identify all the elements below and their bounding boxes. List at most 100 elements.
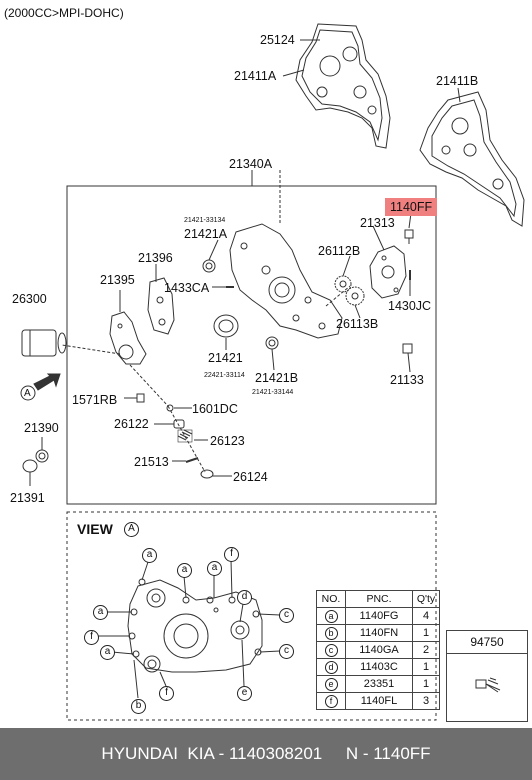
leader-lines <box>61 170 351 473</box>
gasket-21390 <box>35 449 49 463</box>
legend-row[interactable]: b 1140FN 1 <box>316 624 440 642</box>
bolt-1571rb <box>136 393 145 403</box>
part-label-1140ff-highlighted[interactable]: 1140FF <box>385 198 438 216</box>
view-title: VIEW <box>77 521 113 537</box>
legend-row[interactable]: a 1140FG 4 <box>316 607 440 625</box>
callout-a-3: a <box>207 561 222 576</box>
seal-21421a <box>202 259 216 273</box>
fastener-legend-table: NO. PNC. Q'ty a 1140FG 4 b 1140FN 1 c 11… <box>316 590 440 710</box>
legend-no: e <box>324 677 338 691</box>
part-label-21421-33144: 21421-33144 <box>252 389 294 396</box>
strainer-21395 <box>109 311 147 365</box>
callout-f-2: f <box>84 630 99 645</box>
legend-header-pnc: PNC. <box>345 590 413 608</box>
legend-pnc: 1140FG <box>345 607 413 625</box>
part-label-1430jc[interactable]: 1430JC <box>388 299 432 313</box>
callout-a-4: a <box>93 605 108 620</box>
legend-no: d <box>324 660 338 674</box>
screw-94750 <box>475 677 501 693</box>
part-label-21133[interactable]: 21133 <box>390 373 424 387</box>
plug-26124 <box>200 469 214 479</box>
legend-qty: 3 <box>412 692 440 710</box>
legend-qty: 1 <box>412 675 440 693</box>
legend-no: a <box>324 609 338 623</box>
pin-21513 <box>185 457 199 463</box>
callout-c-1: c <box>279 608 294 623</box>
legend-row[interactable]: f 1140FL 3 <box>316 692 440 710</box>
part-label-26124[interactable]: 26124 <box>233 470 268 484</box>
plug-21391 <box>22 459 38 473</box>
legend-qty: 4 <box>412 607 440 625</box>
gear-26113b <box>345 286 365 306</box>
part-label-22421-33114: 22421-33114 <box>204 372 245 379</box>
legend-row[interactable]: d 11403C 1 <box>316 658 440 676</box>
legend-pnc: 11403C <box>345 658 413 676</box>
gear-26112b <box>334 275 352 293</box>
part-label-21340a[interactable]: 21340A <box>229 157 273 171</box>
legend-no: b <box>324 626 338 640</box>
part-label-21421-33134: 21421-33134 <box>184 217 226 224</box>
part-label-21390[interactable]: 21390 <box>24 421 59 435</box>
part-label-1571rb[interactable]: 1571RB <box>72 393 118 407</box>
timing-cover-gasket-b <box>419 91 525 227</box>
legend-pnc: 23351 <box>345 675 413 693</box>
view-ref-letter: A <box>24 388 31 399</box>
part-label-26113b[interactable]: 26113B <box>336 317 379 331</box>
bracket-21396 <box>147 277 175 335</box>
part-label-21411a[interactable]: 21411A <box>234 69 277 83</box>
engine-spec: (2000CC>MPI-DOHC) <box>4 6 124 20</box>
view-a-pump <box>127 578 263 673</box>
legend-qty: 2 <box>412 641 440 659</box>
legend-header-no: NO. <box>316 590 346 608</box>
callout-e-1: e <box>237 686 252 701</box>
callout-f-1: f <box>224 547 239 562</box>
reference-part-number: 94750 <box>447 631 527 654</box>
assembly-frame <box>66 185 437 505</box>
timing-cover-gasket-a <box>295 23 391 149</box>
part-label-21395[interactable]: 21395 <box>100 273 135 287</box>
reference-part-box[interactable]: 94750 <box>446 630 528 722</box>
legend-row[interactable]: e 23351 1 <box>316 675 440 693</box>
callout-b-1: b <box>131 699 146 714</box>
legend-no: c <box>324 643 338 657</box>
part-label-1433ca[interactable]: 1433CA <box>164 281 210 295</box>
oil-pump-body <box>229 223 343 339</box>
legend-header-row: NO. PNC. Q'ty <box>316 590 440 608</box>
part-label-1601dc[interactable]: 1601DC <box>192 402 238 416</box>
view-ref-circle <box>20 385 36 401</box>
bolt-1140ff <box>404 229 414 244</box>
legend-no: f <box>324 694 338 708</box>
part-label-21421a[interactable]: 21421A <box>184 227 228 241</box>
part-label-26112b[interactable]: 26112B <box>318 244 361 258</box>
legend-row[interactable]: c 1140GA 2 <box>316 641 440 659</box>
part-label-21396[interactable]: 21396 <box>138 251 173 265</box>
legend-pnc: 1140FL <box>345 692 413 710</box>
view-a-callout-lines <box>96 559 281 699</box>
part-label-21411b[interactable]: 21411B <box>436 74 479 88</box>
callout-lines <box>29 39 461 486</box>
legend-header-qty: Q'ty <box>412 590 440 608</box>
callout-a-1: a <box>142 548 157 563</box>
part-label-21421[interactable]: 21421 <box>208 351 243 365</box>
view-frame <box>66 511 437 721</box>
spring-26123 <box>177 429 193 443</box>
part-label-26123[interactable]: 26123 <box>210 434 245 448</box>
part-label-21391[interactable]: 21391 <box>10 491 45 505</box>
part-label-21421b[interactable]: 21421B <box>255 371 299 385</box>
callout-c-2: c <box>279 644 294 659</box>
callout-a-2: a <box>177 563 192 578</box>
seal-21421b <box>265 336 279 350</box>
view-title-ref: A <box>124 522 139 537</box>
callout-a-5: a <box>100 645 115 660</box>
exploded-diagram <box>20 23 525 721</box>
footer-text: HYUNDAI KIA - 1140308201 N - 1140FF <box>101 744 431 763</box>
part-label-26122[interactable]: 26122 <box>114 417 149 431</box>
pump-cover-21313 <box>369 245 407 299</box>
valve-26122 <box>173 419 185 429</box>
part-label-21313[interactable]: 21313 <box>360 216 395 230</box>
callout-f-3: f <box>159 686 174 701</box>
part-label-25124[interactable]: 25124 <box>260 33 295 47</box>
legend-pnc: 1140FN <box>345 624 413 642</box>
part-label-21513[interactable]: 21513 <box>134 455 169 469</box>
part-label-26300[interactable]: 26300 <box>12 292 47 306</box>
